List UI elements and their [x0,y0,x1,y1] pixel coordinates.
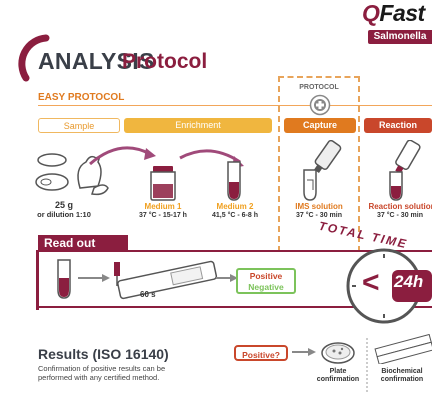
flow-arrows-icon [89,146,244,168]
total-time-clock-icon [346,248,432,324]
protocol-plus-icon [309,94,331,116]
ims-bottle-icon [303,140,342,201]
results-title: Results (ISO 16140) [38,346,169,362]
positive-question: Positive? [234,345,288,361]
biochemical-strip-icon [374,334,432,364]
separator-dotted [366,338,368,394]
results-text: Confirmation of positive results can be … [38,364,166,382]
medium2-name: Medium 2 [216,202,254,211]
readout-frame [38,250,432,308]
result-badge: Positive Negative [236,268,296,294]
medium1-condition: 37 °C - 15-17 h [139,212,187,219]
step-enrichment: Enrichment [124,118,272,133]
protocol-badge-label: PROTOCOL [299,84,339,91]
arrow-right-icon [292,348,316,356]
ims-name: IMS solution [295,202,343,211]
medium2-condition: 41,5 °C - 6-8 h [212,212,258,219]
logo-word: Fast [379,0,425,26]
page-title-accent: Protocol [122,50,208,73]
food-samples-icon [35,153,109,196]
positive-text: Positive [249,271,283,281]
petri-dish-icon [321,342,355,364]
page-title: ANALYSIS [38,48,155,74]
divider [38,105,432,106]
easy-protocol-label: EASY PROTOCOL [38,92,125,103]
title-arc-icon [18,34,50,82]
readout-time: 60 s [140,290,156,299]
logo-subtitle: Salmonella [368,30,432,44]
ims-condition: 37 °C - 30 min [296,212,342,219]
total-hours: 24h [394,272,424,291]
medium-jar-icon [150,166,176,201]
reaction-bottle-icon [389,140,421,201]
brand-logo: QFast [362,0,425,27]
biochemical-confirmation: Biochemical confirmation [380,368,424,383]
sample-dilution: or dilution 1:10 [37,210,91,219]
medium2-tube-icon [227,161,241,201]
plate-confirmation: Plate confirmation [316,368,360,383]
logo-q: Q [362,0,380,26]
sample-amount: 25 g [54,200,73,210]
less-than-symbol: < [362,266,380,299]
step-capture: Capture [284,118,356,133]
negative-text: Negative [248,282,284,292]
reaction-solution-name: Reaction solution [368,202,432,211]
readout-devices-icon [57,259,238,300]
readout-heading: Read out [38,235,128,251]
readout-left-edge [36,250,39,310]
step-reaction: Reaction [364,118,432,133]
step-sample: Sample [38,118,120,133]
medium1-name: Medium 1 [144,202,182,211]
reaction-condition: 37 °C - 30 min [377,212,423,219]
